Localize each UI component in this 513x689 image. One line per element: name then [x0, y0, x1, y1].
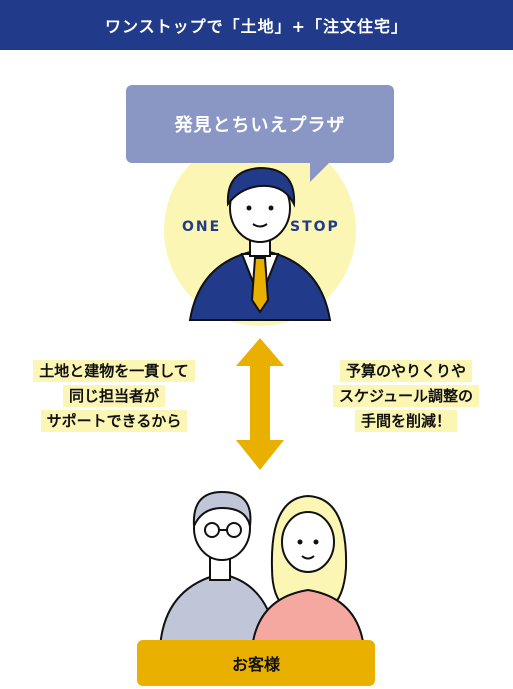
woman-face [281, 511, 335, 573]
left-label-line: サポートできるから [40, 410, 188, 432]
page-header: ワンストップで「土地」+「注文住宅」 [0, 0, 513, 50]
right-label-line: 手間を削減！ [354, 410, 457, 432]
right-label-line: スケジュール調整の [333, 385, 479, 407]
company-name: 発見とちいえプラザ [174, 115, 346, 136]
left-label-line: 同じ担当者が [62, 385, 165, 407]
customer-label: お客様 [231, 655, 280, 674]
staff-tie [250, 257, 270, 314]
man-hair [192, 490, 252, 527]
right-benefit-labels: 予算のやりくりや スケジュール調整の 手間を削減！ [300, 360, 512, 432]
company-speech-bubble: 発見とちいえプラザ [126, 85, 394, 163]
header-title: ワンストップで「土地」+「注文住宅」 [104, 17, 409, 36]
one-label: ONE [182, 219, 222, 235]
staff-illustration [164, 150, 356, 326]
left-benefit-labels: 土地と建物を一貫して 同じ担当者が サポートできるから [8, 360, 220, 432]
right-label-line: 予算のやりくりや [339, 360, 472, 382]
woman-body [250, 588, 366, 648]
left-label-line: 土地と建物を一貫して [33, 360, 195, 382]
customer-couple-illustration [158, 490, 366, 648]
stop-label: STOP [290, 219, 340, 235]
staff-hair [226, 166, 296, 208]
customer-label-box: お客様 [137, 640, 375, 686]
speech-bubble-tail [310, 160, 332, 182]
